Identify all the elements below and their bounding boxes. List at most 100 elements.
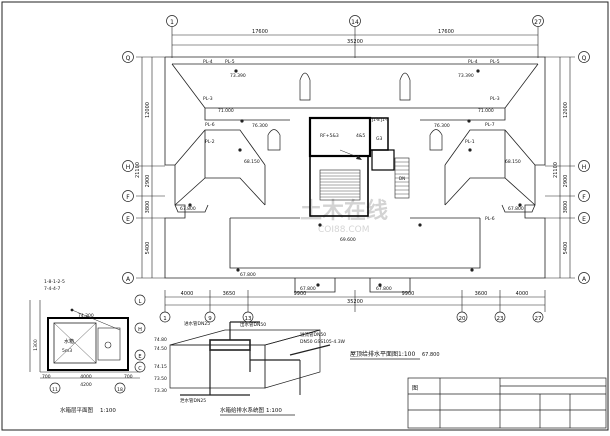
roof-elev-14: 67.800 — [376, 286, 392, 292]
roof-pl6-a: PL-6 — [205, 122, 215, 128]
roof-pl2: PL-2 — [205, 139, 215, 145]
axon-labels: 74.80 74.50 74.15 73.50 73.30 进水管DN25 出水… — [154, 320, 346, 404]
right-axis-bubbles — [578, 51, 590, 284]
axon-elev-3: 74.15 — [154, 364, 167, 370]
roof-pl6-b: PL-6 — [485, 216, 495, 222]
tank-axis-18: 18 — [117, 387, 123, 393]
tank-dim-5: 1300 — [33, 339, 39, 351]
stair-core — [308, 116, 410, 217]
left-axis-q: Q — [126, 55, 131, 62]
axon-elev-2: 74.50 — [154, 346, 167, 352]
roof-elev-1: 73.390 — [230, 73, 246, 79]
right-dim-2: 2900 — [563, 175, 569, 188]
core-pipe: J1-8 J1-4 — [371, 117, 389, 122]
watermark: 土木在线 COI88.COM — [300, 198, 388, 235]
bottom-dim-3: 9900 — [294, 291, 307, 297]
tank-note-1: 1-8-1-2-5 — [44, 279, 65, 285]
axon-note-2: 出水管DN50 — [240, 321, 266, 328]
axon-elev-4: 73.50 — [154, 376, 167, 382]
watermark-text: 土木在线 — [300, 198, 388, 224]
roof-pl4-a: PL-4 — [203, 59, 213, 65]
right-dim-1: 12000 — [563, 102, 569, 118]
roof-pl1: PL-1 — [465, 139, 475, 145]
tank-room-sub: 5m3 — [62, 348, 72, 354]
tank-dim-3: 700 — [42, 374, 51, 380]
bottom-dim-4: 9900 — [402, 291, 415, 297]
right-axis-h: H — [582, 164, 587, 171]
bottom-dimension-system — [164, 290, 546, 312]
bottom-axis-bubbles — [159, 311, 544, 323]
roof-pl3-b: PL-3 — [490, 96, 500, 102]
bottom-dim-1: 4000 — [181, 291, 194, 297]
bottom-axis-9: 9 — [208, 316, 212, 322]
roof-elev-4: 71.000 — [478, 108, 494, 114]
bottom-axis-20: 20 — [459, 316, 466, 322]
tank-note-2: 7-4-4-7 — [44, 286, 60, 292]
right-dim-4: 5400 — [563, 242, 569, 255]
dim-top-right: 17600 — [438, 29, 454, 35]
left-axis-h: H — [126, 164, 131, 171]
top-dimension-system — [171, 27, 539, 58]
roof-drains — [188, 69, 522, 287]
axis-label-27: 27 — [534, 19, 542, 26]
roof-pl3-a: PL-3 — [203, 96, 213, 102]
left-axis-a: A — [126, 276, 131, 283]
bottom-axis-13: 13 — [245, 316, 252, 322]
left-axis-f: F — [126, 194, 130, 201]
axon-elev-5: 73.30 — [154, 388, 167, 394]
roof-elev-6: 76.300 — [434, 123, 450, 129]
roof-plan-elev: 67.800 — [422, 352, 440, 358]
roof-elev-9: 67.800 — [180, 206, 196, 212]
left-dimension-system — [136, 56, 165, 279]
roof-elev-10: 67.800 — [508, 206, 524, 212]
tank-axis-11: 11 — [52, 387, 58, 393]
right-dim-3: 3800 — [563, 201, 569, 214]
left-axis-e: E — [126, 216, 130, 223]
title-block-label: 图 — [412, 385, 418, 392]
axis-bubble-1 — [166, 15, 178, 27]
tank-axis-c: C — [138, 366, 142, 372]
tank-dim-2: 4200 — [80, 382, 92, 388]
tank-axonometric — [169, 321, 331, 396]
axis-label-1: 1 — [170, 19, 174, 26]
tank-axis-h: H — [138, 327, 142, 333]
roof-pl7: PL-7 — [485, 122, 495, 128]
roof-elev-3: 71.000 — [218, 108, 234, 114]
right-axis-a: A — [582, 276, 587, 283]
core-room-1: RF+5&3 — [320, 133, 339, 139]
axon-title: 水箱给排水系统图 — [220, 406, 265, 414]
title-block — [407, 377, 607, 429]
tank-axis-l: L — [139, 299, 142, 305]
tank-plan-title: 水箱层平面图 — [60, 406, 94, 414]
dormers — [267, 72, 443, 151]
tank-room-plan — [29, 294, 146, 394]
roof-plan-title: 屋顶给排水平面图 — [350, 350, 398, 358]
core-room-3: G3 — [376, 136, 382, 142]
roof-plan-scale: 1:100 — [398, 351, 415, 358]
tank-plan-scale: 1:100 — [100, 408, 116, 414]
bottom-axis-1: 1 — [163, 316, 167, 322]
axis-label-14: 14 — [351, 19, 359, 26]
right-axis-e: E — [582, 216, 586, 223]
roof-elev-5: 76.300 — [252, 123, 268, 129]
axon-note-3: 溢流管DN50 — [300, 331, 326, 338]
roof-elev-12: 67.800 — [240, 272, 256, 278]
roof-elev-2: 73.390 — [458, 73, 474, 79]
bottom-axis-27: 27 — [535, 316, 542, 322]
tank-room: 水箱 — [64, 338, 74, 345]
core-room-2: 4&5 — [356, 133, 365, 139]
bottom-dim-2: 3650 — [223, 291, 236, 297]
right-dimension-system — [545, 56, 575, 279]
roof-labels: PL-4 PL-5 PL-4 PL-5 PL-3 PL-3 PL-6 PL-7 … — [180, 59, 524, 292]
left-dim-1: 12000 — [145, 102, 151, 118]
tank-dim-1: 4000 — [80, 374, 92, 380]
axon-note-1: 进水管DN25 — [184, 320, 210, 327]
left-axis-bubbles — [122, 51, 134, 284]
left-dim-3: 3800 — [145, 201, 151, 214]
axis-bubble-27 — [532, 15, 544, 27]
axon-scale: 1:100 — [266, 408, 282, 414]
bottom-dim-6: 4000 — [516, 291, 529, 297]
right-dim-total: 21100 — [553, 162, 559, 178]
